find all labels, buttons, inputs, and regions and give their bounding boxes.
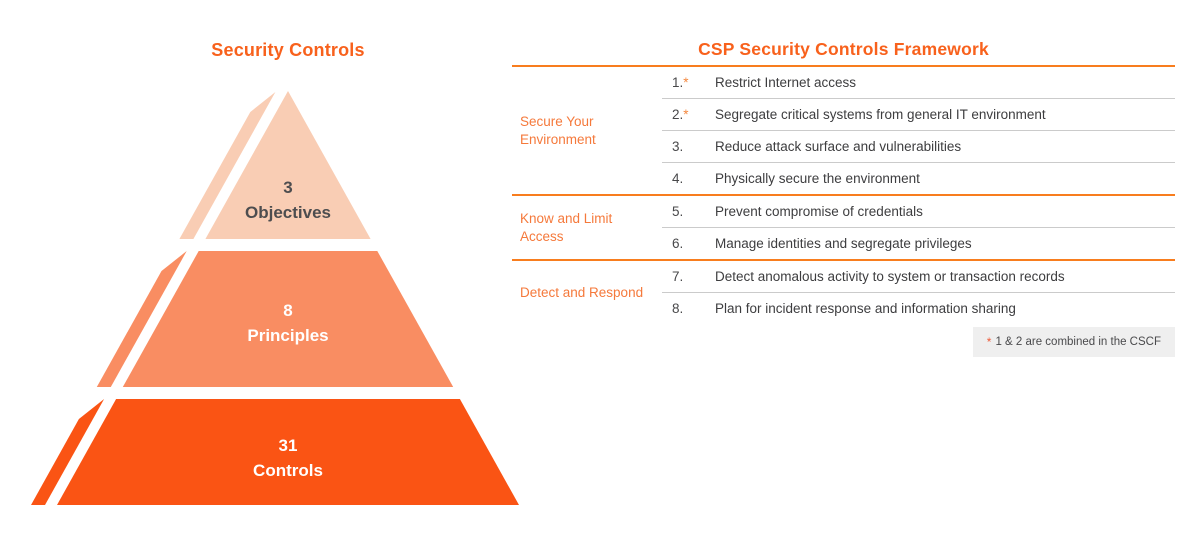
item-text: Physically secure the environment	[715, 171, 920, 186]
table-row: 1.* Restrict Internet access	[662, 67, 1175, 99]
footnote-box: * 1 & 2 are combined in the CSCF	[972, 327, 1175, 357]
item-text: Manage identities and segregate privileg…	[715, 236, 972, 251]
pyramid-sliver-controls	[31, 399, 105, 505]
table-row: 5. Prevent compromise of credentials	[662, 196, 1175, 228]
pyramid-title: Security Controls	[211, 40, 365, 60]
pyramid-graphic: 3 Objectives 8 Principles 31 Controls	[31, 91, 519, 505]
item-text: Detect anomalous activity to system or t…	[715, 269, 1065, 284]
item-text: Plan for incident response and informati…	[715, 301, 1016, 316]
table-row: 8. Plan for incident response and inform…	[662, 293, 1175, 324]
group-items: 5. Prevent compromise of credentials 6. …	[662, 196, 1175, 259]
item-text: Restrict Internet access	[715, 75, 857, 90]
pyramid-layer-controls	[57, 399, 519, 505]
pyramid-count-principles: 8	[283, 301, 292, 320]
item-number: 4.	[672, 171, 684, 186]
framework-group-know-and-limit-access: Know and Limit Access 5. Prevent comprom…	[512, 194, 1175, 259]
category-label: Secure Your Environment	[520, 113, 596, 147]
footnote-text: 1 & 2 are combined in the CSCF	[995, 336, 1161, 348]
category-label: Know and Limit Access	[520, 210, 613, 244]
table-row: 3. Reduce attack surface and vulnerabili…	[662, 131, 1175, 163]
item-text: Reduce attack surface and vulnerabilitie…	[715, 139, 962, 154]
footnote-row: * 1 & 2 are combined in the CSCF	[512, 327, 1175, 357]
footnote-asterisk: *	[986, 335, 992, 349]
pyramid-label-controls: Controls	[253, 461, 323, 480]
framework-group-detect-and-respond: Detect and Respond 7. Detect anomalous a…	[512, 259, 1175, 324]
item-number: 7.	[672, 269, 684, 284]
pyramid-label-objectives: Objectives	[245, 203, 331, 222]
pyramid-sliver-objectives	[179, 92, 276, 239]
item-number: 3.	[672, 139, 684, 154]
group-items: 1.* Restrict Internet access 2.* Segrega…	[662, 67, 1175, 194]
category-label: Detect and Respond	[520, 284, 644, 300]
pyramid-count-objectives: 3	[283, 178, 292, 197]
item-text: Prevent compromise of credentials	[715, 204, 923, 219]
item-number: 2.*	[672, 107, 689, 122]
item-number: 6.	[672, 236, 684, 251]
table-row: 7. Detect anomalous activity to system o…	[662, 261, 1175, 293]
pyramid-count-controls: 31	[279, 436, 298, 455]
table-row: 4. Physically secure the environment	[662, 163, 1175, 194]
item-asterisk: *	[683, 75, 689, 90]
item-asterisk: *	[683, 107, 689, 122]
table-row: 2.* Segregate critical systems from gene…	[662, 99, 1175, 131]
pyramid-layer-principles	[122, 251, 454, 387]
framework-section: CSP Security Controls Framework Secure Y…	[512, 33, 1175, 357]
item-text: Segregate critical systems from general …	[715, 107, 1046, 122]
item-number: 5.	[672, 204, 684, 219]
group-items: 7. Detect anomalous activity to system o…	[662, 261, 1175, 324]
item-number: 8.	[672, 301, 684, 316]
framework-group-secure-your-environment: Secure Your Environment 1.* Restrict Int…	[512, 65, 1175, 194]
table-row: 6. Manage identities and segregate privi…	[662, 228, 1175, 259]
item-number: 1.*	[672, 75, 689, 90]
pyramid-layer-objectives	[205, 91, 371, 239]
framework-title: CSP Security Controls Framework	[698, 38, 989, 59]
pyramid-sliver-principles	[96, 251, 187, 387]
pyramid-label-principles: Principles	[247, 326, 328, 345]
pyramid-section: Security Controls 3 Objectives 8 Princip…	[0, 0, 560, 536]
